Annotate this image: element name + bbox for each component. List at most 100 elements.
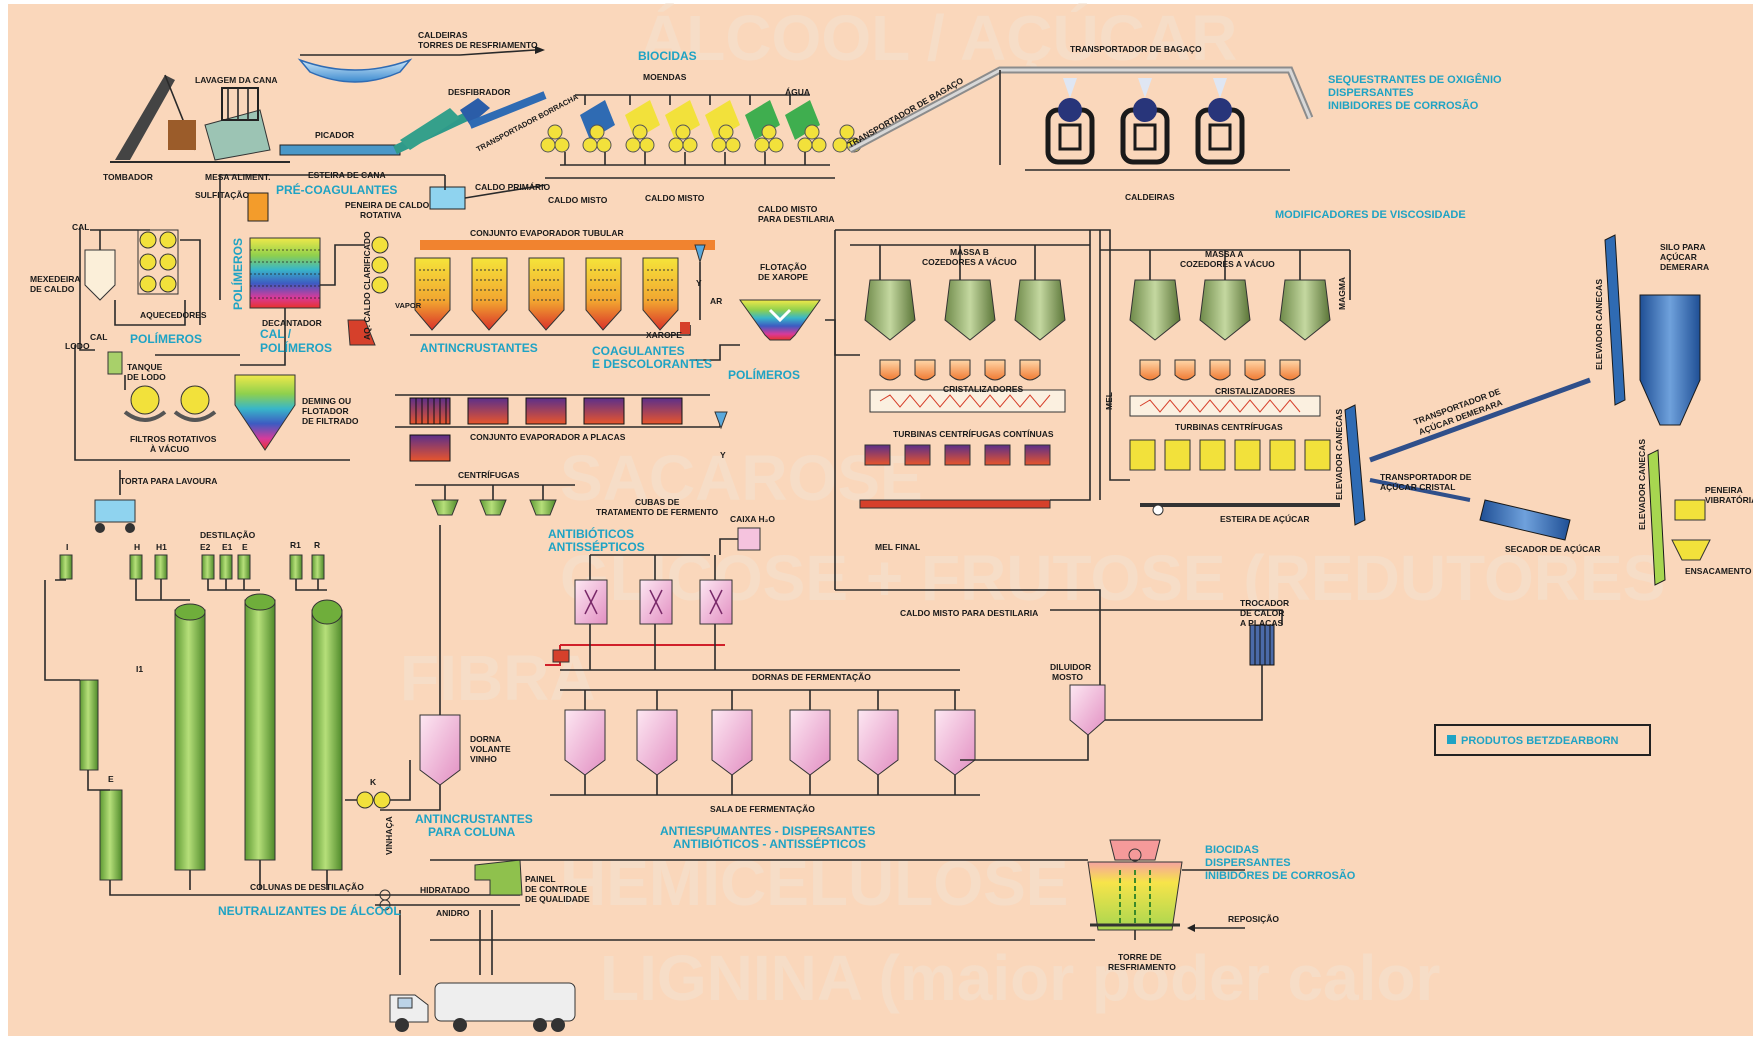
- label-painel-2: DE CONTROLE: [525, 884, 587, 894]
- label-vinhaca: VINHAÇA: [384, 816, 394, 855]
- legend-swatch: [1447, 735, 1456, 744]
- label-lavagem: LAVAGEM DA CANA: [195, 75, 277, 85]
- label-cristalizadores-2: CRISTALIZADORES: [1215, 386, 1295, 396]
- label-anidro: ANIDRO: [436, 908, 470, 918]
- label-massa-a-1: MASSA A: [1205, 249, 1244, 259]
- label-mel: MEL: [1104, 392, 1114, 410]
- label-massa-b-2: COZEDORES A VÁCUO: [922, 257, 1017, 267]
- label-vapor: VAPOR: [395, 301, 422, 310]
- label-peneira-vib-2: VIBRATÓRIA: [1705, 494, 1753, 505]
- label-painel-1: PAINEL: [525, 874, 556, 884]
- label-col-r: R: [314, 540, 320, 550]
- label-deming-3: DE FILTRADO: [302, 416, 359, 426]
- label-mel-final: MEL FINAL: [875, 542, 920, 552]
- label-caldo-destilaria-1: CALDO MISTO: [758, 204, 818, 214]
- label-destilacao: DESTILAÇÃO: [200, 530, 256, 540]
- label-diluidor-2: MOSTO: [1052, 672, 1083, 682]
- cubas-fermento: [575, 580, 732, 624]
- product-cal-polimeros-2: POLÍMEROS: [260, 340, 332, 355]
- product-polimeros-left: POLÍMEROS: [130, 331, 202, 346]
- decantador: [250, 238, 320, 308]
- label-turbinas-continuas: TURBINAS CENTRÍFUGAS CONTÍNUAS: [893, 429, 1054, 439]
- label-hidratado: HIDRATADO: [420, 885, 470, 895]
- aquecedor-caldo-clarificado: [372, 237, 388, 293]
- product-biocidas-top: BIOCIDAS: [638, 49, 697, 63]
- label-dornas: DORNAS DE FERMENTAÇÃO: [752, 672, 871, 682]
- centrifugas: [432, 500, 556, 515]
- peneira-caldo-rotativa: [430, 187, 465, 209]
- label-caldeiras-torres-1: CALDEIRAS: [418, 30, 468, 40]
- coluna-destilacao-2: [245, 600, 275, 860]
- product-cooling-1: BIOCIDAS: [1205, 844, 1259, 856]
- label-silo-3: DEMERARA: [1660, 262, 1709, 272]
- label-col-h1: H1: [156, 542, 167, 552]
- product-neutralizantes: NEUTRALIZANTES DE ÁLCOOL: [218, 903, 401, 918]
- coluna-e: [100, 790, 122, 880]
- label-transp-cristal-1: TRANSPORTADOR DE: [1380, 472, 1472, 482]
- label-centrifugas: CENTRÍFUGAS: [458, 470, 520, 480]
- label-mexedeira-2: DE CALDO: [30, 284, 75, 294]
- label-turbinas: TURBINAS CENTRÍFUGAS: [1175, 422, 1283, 432]
- label-aquecedores: AQUECEDORES: [140, 310, 207, 320]
- label-col-r1: R1: [290, 540, 301, 550]
- label-esteira-cana: ESTEIRA DE CANA: [308, 170, 386, 180]
- label-colunas: COLUNAS DE DESTILAÇÃO: [250, 882, 364, 892]
- filtro-rotativo-2: [181, 386, 209, 414]
- label-xarope: XAROPE: [646, 330, 682, 340]
- peneira-vibratoria: [1675, 500, 1705, 520]
- label-deming-1: DEMING OU: [302, 396, 351, 406]
- label-caixa-h2o: CAIXA H₂O: [730, 514, 775, 524]
- label-elevador-3: ELEVADOR CANECAS: [1637, 439, 1647, 530]
- label-filtros-2: À VÁCUO: [150, 444, 190, 454]
- product-antibioticos-1: ANTIBIÓTICOS: [548, 526, 634, 541]
- label-transportador-bagaco: TRANSPORTADOR DE BAGAÇO: [1070, 44, 1202, 54]
- label-sulfitacao: SULFITAÇÃO: [195, 190, 250, 200]
- label-mexedeira-1: MEXEDEIRA: [30, 274, 81, 284]
- coluna-i1: [80, 680, 98, 770]
- watermark-line1: ÁLCOOL / AÇÚCAR: [640, 2, 1237, 74]
- product-polimeros-vertical: POLÍMEROS: [230, 238, 245, 310]
- product-cal-polimeros-1: CAL /: [260, 327, 292, 341]
- label-torta: TORTA PARA LAVOURA: [120, 476, 217, 486]
- label-dorna-volante-1: DORNA: [470, 734, 501, 744]
- label-caldo-misto-1: CALDO MISTO: [548, 195, 608, 205]
- legend: PRODUTOS BETZDEARBORN: [1435, 725, 1650, 755]
- product-cooling-2: DISPERSANTES: [1205, 857, 1291, 869]
- label-mesa: MESA ALIMENT.: [205, 172, 270, 182]
- coluna-destilacao-3: [312, 610, 342, 870]
- label-conjunto-tubular: CONJUNTO EVAPORADOR TUBULAR: [470, 228, 624, 238]
- product-pre-coagulantes: PRÉ-COAGULANTES: [276, 182, 397, 197]
- product-boiler-2: DISPERSANTES: [1328, 87, 1414, 99]
- label-massa-b-1: MASSA B: [950, 247, 989, 257]
- label-cubas-2: TRATAMENTO DE FERMENTO: [596, 507, 719, 517]
- product-antiespumantes-1: ANTIESPUMANTES - DISPERSANTES: [660, 824, 875, 838]
- label-desfibrador: DESFIBRADOR: [448, 87, 510, 97]
- label-trocador-3: A PLACAS: [1240, 618, 1283, 628]
- label-col-e2: E2: [200, 542, 211, 552]
- label-cal2: CAL: [90, 332, 107, 342]
- label-tombador: TOMBADOR: [103, 172, 153, 182]
- label-torre-2: RESFRIAMENTO: [1108, 962, 1176, 972]
- label-col-i: I: [66, 542, 68, 552]
- label-caldo-destilaria-2: PARA DESTILARIA: [758, 214, 835, 224]
- trocador-k-1: [357, 792, 373, 808]
- label-caldeiras-torres-2: TORRES DE RESFRIAMENTO: [418, 40, 538, 50]
- label-dorna-volante-3: VINHO: [470, 754, 497, 764]
- label-elevador-1: ELEVADOR CANECAS: [1334, 409, 1344, 500]
- label-peneira-vib-1: PENEIRA: [1705, 485, 1743, 495]
- label-caldo-misto-2: CALDO MISTO: [645, 193, 705, 203]
- label-conjunto-placas: CONJUNTO EVAPORADOR A PLACAS: [470, 432, 626, 442]
- label-silo-2: AÇÚCAR: [1660, 251, 1697, 262]
- product-boiler-1: SEQUESTRANTES DE OXIGÊNIO: [1328, 73, 1502, 86]
- product-coagulantes-2: E DESCOLORANTES: [592, 357, 712, 371]
- label-reposicao: REPOSIÇÃO: [1228, 914, 1279, 924]
- label-silo-1: SILO PARA: [1660, 242, 1706, 252]
- label-elevador-2: ELEVADOR CANECAS: [1594, 279, 1604, 370]
- tanque-lodo: [108, 352, 122, 374]
- label-caldo-clarificado: AQ. CALDO CLARIFICADO: [362, 231, 372, 340]
- cozedores-massa-a: [1130, 280, 1330, 340]
- watermark-line5: HEMICELULOSE: [560, 847, 1068, 919]
- label-y1: Y: [696, 278, 702, 288]
